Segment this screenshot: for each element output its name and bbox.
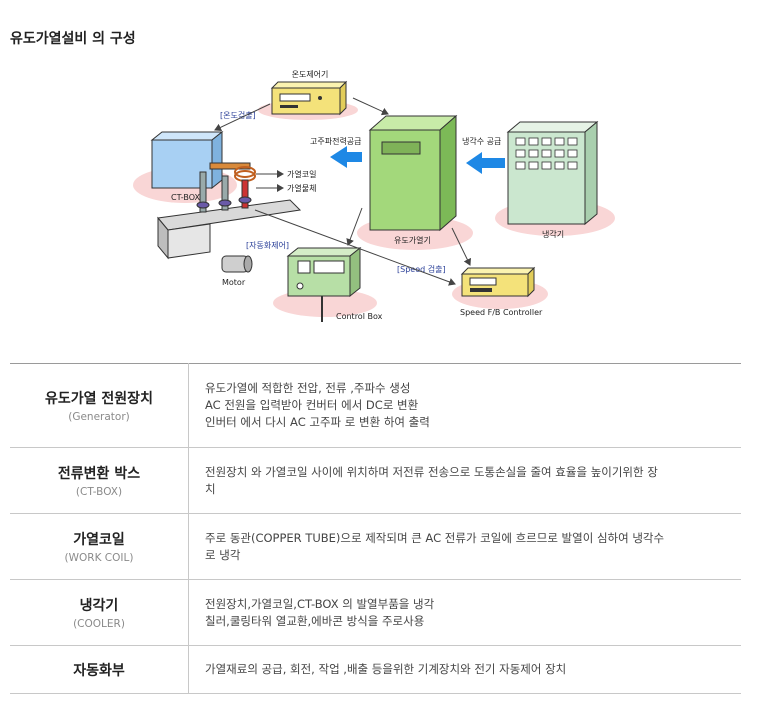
component-subtitle: (CT-BOX) <box>75 486 123 498</box>
link-temp-to-ctbox <box>214 103 271 132</box>
control-box-label: Control Box <box>336 312 383 321</box>
component-title: 냉각기 <box>79 598 119 614</box>
link-ctbox-to-control <box>254 209 456 286</box>
description-line: 전원장치,가열코일,CT-BOX 의 발열부품을 냉각 <box>205 596 435 611</box>
temp-detect-label: [온도검출] <box>220 110 256 120</box>
induction-heater-device <box>368 114 458 232</box>
description-line: AC 전원을 입력받아 컨버터 에서 DC로 변환 <box>205 398 419 412</box>
speed-controller-device <box>460 266 536 298</box>
description-line: 로 냉각 <box>205 547 241 562</box>
description-line: 전원장치 와 가열코일 사이에 위치하며 저전류 전송으로 도통손실을 줄여 효… <box>205 464 658 479</box>
description-line: 치 <box>205 481 216 496</box>
component-title: 가열코일 <box>73 532 125 548</box>
description-line: 칠러,쿨링타워 열교환,에바콘 방식을 주로사용 <box>205 613 425 628</box>
control-box-device <box>286 246 362 322</box>
description-line: 가열재료의 공급, 회전, 작업 ,배출 등을위한 기계장치와 전기 자동제어 … <box>205 662 567 676</box>
component-header-cell: 전류변환 박스 (CT-BOX) <box>10 447 189 514</box>
component-title: 자동화부 <box>73 662 125 679</box>
component-title: 유도가열 전원장치 <box>45 391 153 407</box>
motor-label: Motor <box>222 278 246 287</box>
table-row: 유도가열 전원장치 (Generator) 유도가열에 적합한 전압, 전류 ,주파… <box>10 363 741 448</box>
link-heater-to-control <box>346 207 363 246</box>
component-header-cell: 자동화부 <box>10 645 189 694</box>
component-subtitle: (COOLER) <box>73 618 125 630</box>
component-header-cell: 유도가열 전원장치 (Generator) <box>10 363 189 448</box>
table-row: 전류변환 박스 (CT-BOX) 전원장치 와 가열코일 사이에 위치하며 저전류 … <box>10 447 741 514</box>
cooler-label: 냉각기 <box>542 229 564 239</box>
table-row: 자동화부 가열재료의 공급, 회전, 작업 ,배출 등을위한 기계장치와 전기 자… <box>10 645 741 694</box>
speed-controller-label: Speed F/B Controller <box>460 308 543 317</box>
description-line: 인버터 에서 다시 AC 고주파 로 변환 하여 출력 <box>205 415 430 429</box>
speed-detect-label: [Speed 검출] <box>397 264 446 274</box>
description-line: 유도가열에 적합한 전압, 전류 ,주파수 생성 <box>205 381 411 395</box>
cooler-device <box>506 120 599 226</box>
temp-controller-label: 온도제어기 <box>292 69 329 79</box>
induction-heater-label: 유도가열기 <box>394 236 431 245</box>
high-freq-supply-arrow <box>330 146 362 168</box>
ct-box-label: CT-BOX <box>171 193 200 202</box>
component-subtitle: (WORK COIL) <box>64 552 134 564</box>
description-line: 주로 동관(COPPER TUBE)으로 제작되며 큰 AC 전류가 코일에 흐… <box>205 530 665 545</box>
temp-controller-device <box>270 80 348 116</box>
heated-object-label: 가열물체 <box>287 183 316 193</box>
heating-coil-label: 가열코일 <box>287 170 316 179</box>
conveyor-machine <box>157 171 302 260</box>
cooler-vents <box>515 137 578 170</box>
components-table: 유도가열 전원장치 (Generator) 유도가열에 적합한 전압, 전류 ,주파… <box>10 363 741 694</box>
component-header-cell: 냉각기 (COOLER) <box>10 579 189 646</box>
system-diagram: 온도제어기 [온도검출] CT-BOX 가열코일 가열물체 Motor <box>133 69 615 322</box>
component-header-cell: 가열코일 (WORK COIL) <box>10 513 189 580</box>
link-temp-to-heater <box>352 97 389 116</box>
automation-label: [자동화제어] <box>246 240 289 250</box>
component-description-cell: 전원장치 와 가열코일 사이에 위치하며 저전류 전송으로 도통손실을 줄여 효… <box>188 447 741 514</box>
component-description-cell: 유도가열에 적합한 전압, 전류 ,주파수 생성 AC 전원을 입력받아 컨버터 … <box>188 363 741 448</box>
link-heater-to-speed <box>451 227 471 266</box>
component-title: 전류변환 박스 <box>57 466 141 482</box>
high-freq-supply-label: 고주파전력공급 <box>310 136 362 146</box>
motor-device <box>221 255 253 273</box>
coolant-supply-arrow <box>466 152 505 174</box>
table-row: 가열코일 (WORK COIL) 주로 동관(COPPER TUBE)으로 제작되며… <box>10 513 741 580</box>
component-description-cell: 주로 동관(COPPER TUBE)으로 제작되며 큰 AC 전류가 코일에 흐… <box>188 513 741 580</box>
page-title: 유도가열설비 의 구성 <box>10 31 136 47</box>
ct-box-device <box>150 130 224 190</box>
coolant-supply-label: 냉각수 공급 <box>462 136 501 146</box>
component-description-cell: 가열재료의 공급, 회전, 작업 ,배출 등을위한 기계장치와 전기 자동제어 … <box>188 645 741 694</box>
component-subtitle: (Generator) <box>68 411 130 423</box>
